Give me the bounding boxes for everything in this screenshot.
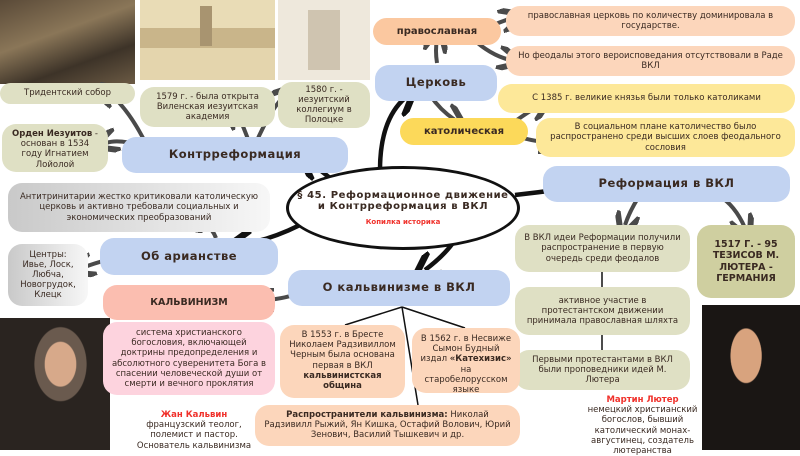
reformation-note-text: В ВКЛ идеи Реформации получили распростр… — [524, 233, 681, 264]
catholic-label: католическая — [423, 125, 505, 137]
brest-bold: кальвинистская община — [303, 370, 382, 391]
title-line-2: и Контрреформация в ВКЛ — [317, 201, 489, 212]
calvinism-definition: система христианского богословия, включа… — [103, 322, 275, 395]
orthodox-node: православная — [373, 18, 501, 45]
academy-box: 1579 г. - была открыта Виленская иезуитс… — [140, 87, 275, 127]
central-title: § 45. Реформационное движение и Контрреф… — [286, 166, 520, 250]
brest-box: В 1553 г. в Бресте Николаем Радзивиллом … — [280, 325, 405, 398]
centers-text: Центры: Ивье, Лоск, Любча, Новогрудок, К… — [20, 249, 76, 301]
title-line-1: § 45. Реформационное движение — [297, 190, 509, 201]
spreaders-title: Распространители кальвинизма: — [286, 410, 448, 420]
catholic-node: католическая — [400, 118, 528, 145]
arians-node: Об арианстве — [100, 238, 278, 275]
centers-box: Центры: Ивье, Лоск, Любча, Новогрудок, К… — [8, 244, 88, 306]
antitrinitarians-text: Антитринитарии жестко критиковали католи… — [19, 192, 259, 223]
reformation-note: В ВКЛ идеи Реформации получили распростр… — [515, 225, 690, 272]
catechism-title: «Катехизис» — [449, 354, 512, 365]
brand-logo: Копилка историка — [365, 218, 441, 226]
luther-description: немецкий христианский богослов, бывший к… — [587, 405, 698, 456]
vilnius-academy-drawing — [140, 0, 275, 80]
jesuits-box: Орден Иезуитов - основан в 1534 году Игн… — [2, 124, 108, 172]
calvin-name: Жан Кальвин — [160, 410, 228, 420]
orthodox-note-text: Но феодалы этого вероисповедания отсутст… — [518, 50, 783, 71]
counter-reformation-label: Контрреформация — [168, 147, 302, 162]
polotsk-box: 1580 г. - иезуитский коллегиум в Полоцке — [278, 82, 370, 128]
brest-text: В 1553 г. в Бресте Николаем Радзивиллом … — [289, 330, 396, 371]
catholic-note: С 1385 г. великие князья были только кат… — [498, 84, 795, 113]
catholic-note: В социальном плане католичество было рас… — [536, 118, 795, 157]
trident-council-box: Тридентский собор — [0, 83, 135, 104]
reformation-node: Реформация в ВКЛ — [543, 166, 790, 202]
church-node: Церковь — [375, 65, 497, 101]
reformation-note-text: Первыми протестантами в ВКЛ были пропове… — [532, 354, 673, 386]
calvinism-term-text: КАЛЬВИНИЗМ — [150, 296, 228, 308]
calvin-description: французский теолог, полемист и пастор. О… — [136, 420, 252, 451]
catholic-note-text: С 1385 г. великие князья были только кат… — [532, 93, 761, 104]
calvin-caption: Жан Кальвин французский теолог, полемист… — [130, 410, 258, 451]
calvin-portrait — [0, 318, 110, 450]
orthodox-note: православная церковь по количеству домин… — [506, 6, 795, 36]
reformation-note-text: активное участие в протестантском движен… — [526, 295, 679, 327]
reformation-label: Реформация в ВКЛ — [598, 176, 735, 191]
orthodox-note-text: православная церковь по количеству домин… — [527, 10, 774, 31]
orthodox-label: православная — [396, 25, 478, 37]
polotsk-collegium-drawing — [278, 0, 370, 80]
academy-text: 1579 г. - была открыта Виленская иезуитс… — [156, 91, 259, 123]
counter-reformation-node: Контрреформация — [122, 137, 348, 173]
calvinism-definition-text: система христианского богословия, включа… — [111, 327, 267, 389]
luther-theses-text: 1517 Г. - 95 ТЕЗИСОВ М. ЛЮТЕРА - ГЕРМАНИ… — [712, 238, 780, 284]
jesuits-title: Орден Иезуитов — [11, 129, 93, 139]
orthodox-note: Но феодалы этого вероисповедания отсутст… — [506, 46, 795, 76]
spreaders-box: Распространители кальвинизма: Николай Ра… — [255, 405, 520, 446]
luther-caption: Мартин Лютер немецкий христианский богос… — [585, 395, 700, 456]
nesvizh-text-end: на старобелорусском языке — [424, 364, 508, 395]
luther-name: Мартин Лютер — [606, 395, 679, 405]
calvinism-label: О кальвинизме в ВКЛ — [322, 280, 476, 295]
luther-portrait — [702, 305, 800, 450]
nesvizh-text: В 1562 г. в Несвиже Сымон Будный издал — [420, 334, 512, 365]
spreaders-text: Николай Радзивилл Рыжий, Ян Кишка, Остаф… — [264, 410, 511, 441]
reformation-note: активное участие в протестантском движен… — [515, 287, 690, 335]
calvinism-term: КАЛЬВИНИЗМ — [103, 285, 275, 320]
luther-theses-box: 1517 Г. - 95 ТЕЗИСОВ М. ЛЮТЕРА - ГЕРМАНИ… — [697, 225, 795, 298]
church-label: Церковь — [405, 75, 467, 90]
trident-text: Тридентский собор — [24, 88, 111, 99]
calvinism-node: О кальвинизме в ВКЛ — [288, 270, 510, 306]
jesuits-text: - основан в 1534 году Игнатием Лойолой — [20, 129, 98, 170]
reformation-note: Первыми протестантами в ВКЛ были пропове… — [515, 350, 690, 390]
antitrinitarians-box: Антитринитарии жестко критиковали католи… — [8, 183, 270, 232]
polotsk-text: 1580 г. - иезуитский коллегиум в Полоцке — [296, 84, 352, 126]
nesvizh-box: В 1562 г. в Несвиже Сымон Будный издал «… — [412, 328, 520, 395]
arians-label: Об арианстве — [140, 248, 238, 263]
catholic-note-text: В социальном плане католичество было рас… — [550, 122, 781, 153]
council-painting — [0, 0, 135, 84]
